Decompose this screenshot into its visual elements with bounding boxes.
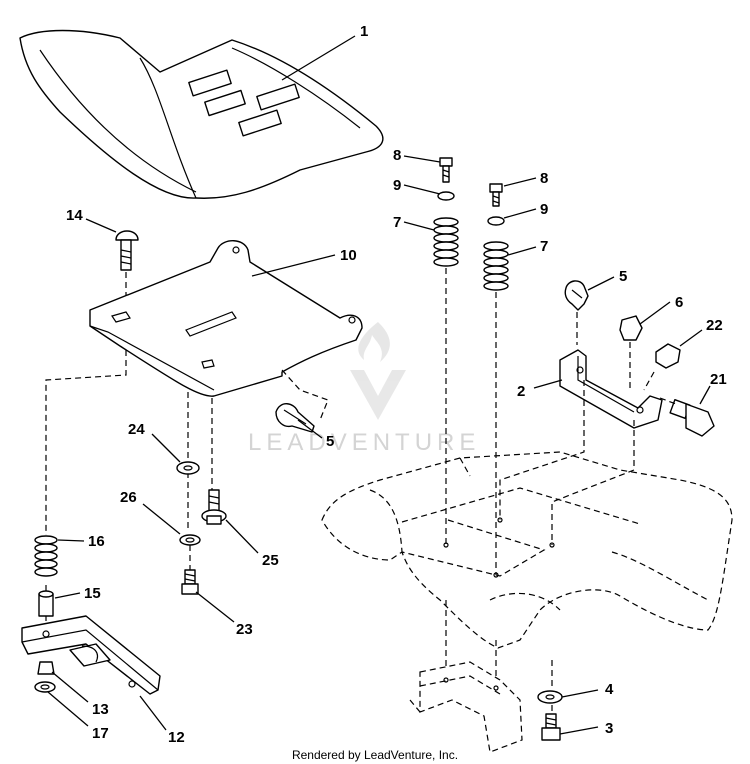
- nut-part-6[interactable]: [619, 315, 643, 341]
- callout-9-left: 9: [393, 177, 401, 194]
- callout-2: 2: [517, 383, 525, 400]
- bracket-plate-part-12[interactable]: [21, 615, 161, 695]
- callout-24: 24: [128, 421, 145, 438]
- lock-nut-part-22[interactable]: [655, 343, 681, 369]
- callout-4: 4: [605, 681, 614, 698]
- frame-hole: [443, 542, 449, 548]
- bolt-part-8-left[interactable]: [439, 157, 453, 183]
- washer-part-4[interactable]: [537, 690, 563, 704]
- spacer-part-15[interactable]: [38, 590, 54, 617]
- callout-8-left: 8: [393, 147, 401, 164]
- leader-5b: [587, 276, 615, 291]
- leader-13: [51, 671, 89, 703]
- leader-14: [85, 218, 117, 233]
- watermark-logo: [350, 322, 406, 420]
- bolt-21-guide: [659, 397, 677, 405]
- callout-9-right: 9: [540, 201, 548, 218]
- callout-7-right: 7: [540, 238, 548, 255]
- callout-26: 26: [120, 489, 137, 506]
- carriage-bolt-part-14[interactable]: [115, 230, 139, 271]
- leader-21: [699, 385, 711, 405]
- callout-22: 22: [706, 317, 723, 334]
- callout-7-left: 7: [393, 214, 401, 231]
- mount-hole: [493, 685, 499, 691]
- callout-5-left: 5: [326, 433, 334, 450]
- leader-1: [281, 35, 356, 81]
- bracket-guide-right: [551, 420, 635, 545]
- leader-12: [139, 695, 167, 731]
- nut-22-guide: [643, 371, 655, 391]
- callout-1: 1: [360, 23, 368, 40]
- callout-14: 14: [66, 207, 83, 224]
- leader-25: [225, 519, 259, 554]
- leader-26: [142, 503, 181, 535]
- callout-3: 3: [605, 720, 613, 737]
- nut-part-13[interactable]: [37, 661, 55, 675]
- leader-8a: [403, 155, 441, 163]
- shoulder-bolt-part-25[interactable]: [201, 489, 227, 525]
- leader-15: [54, 592, 81, 599]
- leader-3: [559, 726, 599, 735]
- callout-23: 23: [236, 621, 253, 638]
- seat-bracket-part-2[interactable]: [559, 349, 663, 429]
- leader-5a: [297, 419, 323, 439]
- hex-bolt-part-23[interactable]: [181, 569, 199, 595]
- callout-5-right: 5: [619, 268, 627, 285]
- callout-12: 12: [168, 729, 185, 746]
- leader-23: [195, 591, 235, 623]
- callout-25: 25: [262, 552, 279, 569]
- frame-hole: [549, 542, 555, 548]
- callout-6: 6: [675, 294, 683, 311]
- leader-4: [561, 689, 599, 698]
- washer-part-9-left[interactable]: [437, 191, 455, 201]
- callout-15: 15: [84, 585, 101, 602]
- lower-mount-bracket: [409, 661, 523, 753]
- clip-guide: [281, 369, 329, 421]
- leader-2: [533, 379, 563, 389]
- leader-10: [251, 254, 336, 277]
- seat-part-1[interactable]: [19, 29, 384, 199]
- seat-pan-part-10[interactable]: [89, 240, 363, 397]
- callout-8-right: 8: [540, 170, 548, 187]
- frame-hole: [497, 517, 503, 523]
- spring-part-7-right[interactable]: [483, 241, 509, 291]
- leader-7b: [507, 246, 537, 256]
- callout-10: 10: [340, 247, 357, 264]
- leader-9b: [503, 208, 537, 219]
- spring-part-16[interactable]: [34, 535, 58, 577]
- leader-8b: [503, 177, 537, 187]
- leader-16: [57, 539, 85, 542]
- frame-fender-outline: [321, 451, 733, 649]
- bracket-guide-left: [499, 380, 585, 520]
- washer-part-9-right[interactable]: [487, 216, 505, 226]
- spring-part-7-left[interactable]: [433, 217, 459, 267]
- watermark-text: LEADVENTURE: [248, 429, 480, 456]
- callout-21: 21: [710, 371, 727, 388]
- credit-text: Rendered by LeadVenture, Inc.: [292, 748, 458, 762]
- bolt-part-8-right[interactable]: [489, 183, 503, 207]
- leader-7a: [403, 221, 435, 231]
- frame-hole: [493, 572, 499, 578]
- washer-part-26[interactable]: [179, 534, 201, 546]
- leader-9a: [403, 184, 441, 195]
- washer-part-24[interactable]: [176, 461, 200, 475]
- callout-16: 16: [88, 533, 105, 550]
- leader-22: [679, 329, 703, 347]
- leader-24: [151, 433, 181, 463]
- clip-part-5-right[interactable]: [564, 280, 589, 311]
- leader-6: [639, 301, 671, 325]
- hex-bolt-part-3[interactable]: [541, 713, 561, 741]
- pan-left-guide: [45, 350, 127, 535]
- washer-part-17[interactable]: [34, 681, 56, 693]
- callout-13: 13: [92, 701, 109, 718]
- mount-hole: [443, 677, 449, 683]
- callout-17: 17: [92, 725, 109, 742]
- leader-17: [47, 691, 89, 727]
- shoulder-bolt-part-21[interactable]: [669, 398, 715, 437]
